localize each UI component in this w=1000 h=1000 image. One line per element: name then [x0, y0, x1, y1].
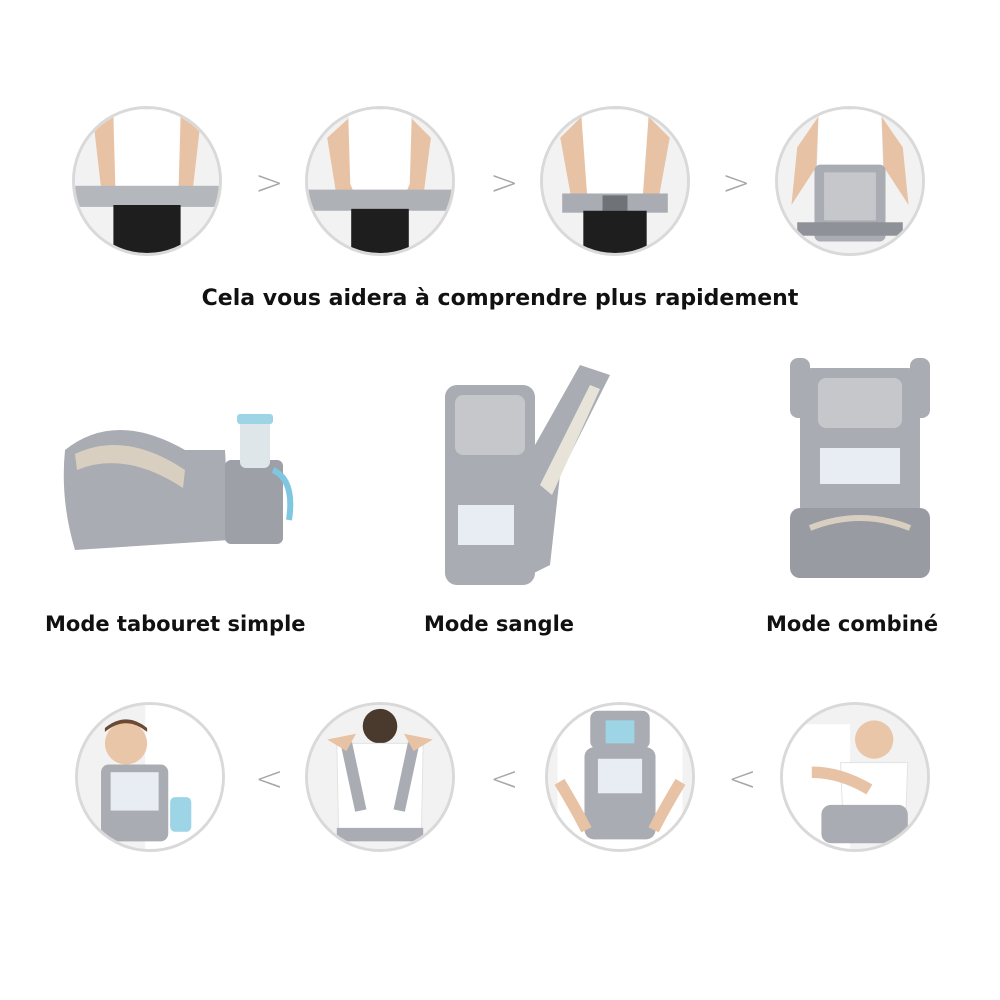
- step-arrow-5: <: [490, 759, 519, 799]
- step-1-belt-hold-photo: [72, 106, 222, 256]
- mode-label-simple-stool: Mode tabouret simple: [45, 612, 306, 636]
- back-straps-crossed-photo: [305, 702, 455, 852]
- mode-label-strap: Mode sangle: [424, 612, 575, 636]
- strap-carrier-product-image: [440, 365, 620, 590]
- step-arrow-4: <: [255, 759, 284, 799]
- step-2-belt-fasten-photo: [305, 106, 455, 256]
- baby-on-hip-seat-photo: [780, 702, 930, 852]
- combined-carrier-product-image: [790, 358, 930, 588]
- step-4-seat-open-photo: [775, 106, 925, 256]
- step-arrow-2: >: [490, 163, 519, 203]
- step-arrow-6: <: [728, 759, 757, 799]
- hip-seat-product-image: [55, 410, 315, 560]
- step-3-buckle-photo: [540, 106, 690, 256]
- baby-facing-in-photo: [545, 702, 695, 852]
- headline: Cela vous aidera à comprendre plus rapid…: [201, 286, 799, 311]
- step-arrow-1: >: [255, 163, 284, 203]
- baby-worn-front-photo: [75, 702, 225, 852]
- mode-label-combined: Mode combiné: [766, 612, 939, 636]
- step-arrow-3: >: [722, 163, 751, 203]
